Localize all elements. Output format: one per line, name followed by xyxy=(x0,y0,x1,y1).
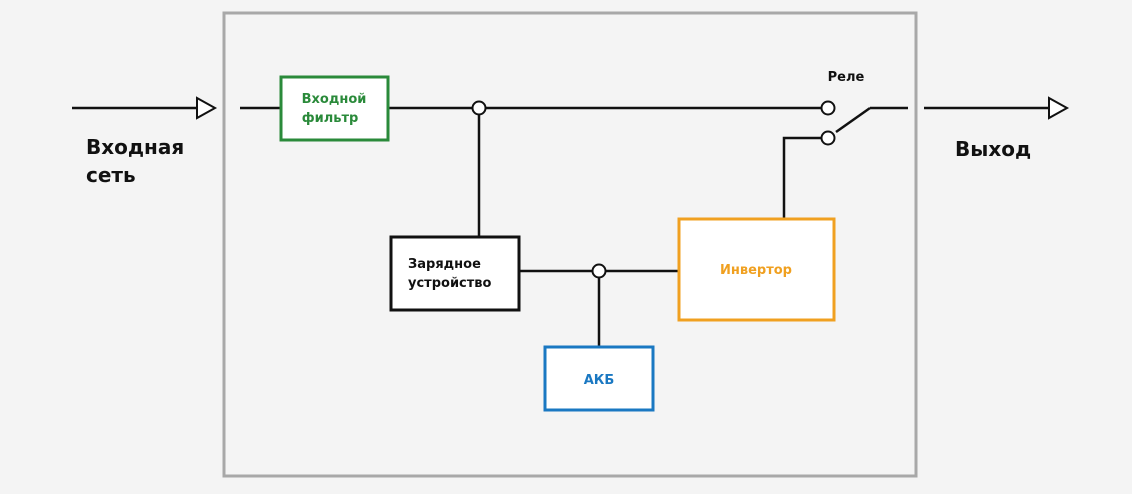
charger-label-line1: Зарядное xyxy=(408,257,481,272)
inverter-label: Инвертор xyxy=(720,263,792,278)
input-label-line1: Входная xyxy=(86,135,184,159)
relay-label: Реле xyxy=(828,70,865,85)
output-label: Выход xyxy=(955,137,1031,161)
battery-label: АКБ xyxy=(584,373,615,388)
relay-switch-blade xyxy=(835,106,871,134)
relay-contact-top xyxy=(820,100,836,116)
input-label-line2: сеть xyxy=(86,163,136,187)
junction-main xyxy=(471,100,487,116)
filter-label-line1: Входной xyxy=(302,92,367,107)
input-filter-block: Входной фильтр xyxy=(279,75,390,142)
wire-inverter-to-relay xyxy=(782,136,821,218)
relay-contact-bottom xyxy=(820,130,836,146)
inverter-block: Инвертор xyxy=(677,217,836,322)
output-arrow xyxy=(924,96,1070,120)
charger-label-line2: устройство xyxy=(408,276,492,291)
junction-battery xyxy=(591,263,607,279)
filter-label-line2: фильтр xyxy=(302,111,359,126)
battery-block: АКБ xyxy=(543,345,655,412)
input-arrow xyxy=(72,96,218,120)
charger-block: Зарядное устройство xyxy=(389,235,521,312)
